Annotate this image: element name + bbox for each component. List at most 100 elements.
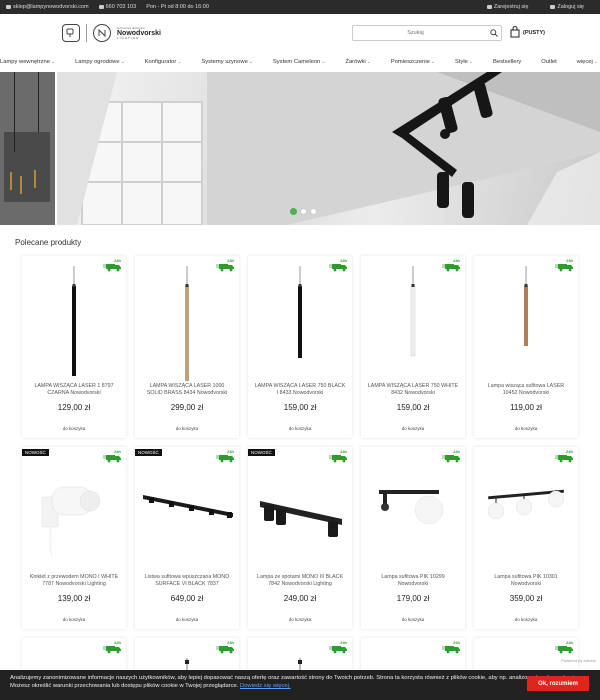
product-price: 159,00 zł (283, 403, 317, 412)
cart-button[interactable]: (PUSTY) (510, 26, 545, 40)
product-name[interactable]: LAMPA WISZĄCA LASER 1000 SOLID BRASS 843… (146, 383, 228, 396)
search-icon[interactable] (487, 26, 501, 40)
carousel-dot-3[interactable] (310, 208, 317, 215)
nav-item-10[interactable]: więcej⌄ (576, 59, 598, 65)
delivery-24h-badge: 24h (329, 449, 349, 463)
cookie-bar: Analizujemy zanonimizowane informacje na… (0, 670, 600, 700)
product-image[interactable] (248, 638, 352, 678)
product-card[interactable]: 24h LAMPA WISZĄCA LASER 750 BLACK I 8433… (248, 256, 352, 438)
user-icon (550, 5, 556, 9)
product-image[interactable] (135, 266, 239, 386)
phone-link[interactable]: 660 703 103 (98, 4, 136, 10)
product-image[interactable] (248, 457, 352, 572)
cookie-learn-more-link[interactable]: Dowiedz się więcej. (239, 683, 291, 690)
main-navigation: Lampy wewnętrzne⌄ Lampy ogrodowe⌄ Konfigur… (0, 52, 600, 72)
carousel-dot-1[interactable] (290, 208, 297, 215)
product-image[interactable] (474, 266, 578, 381)
product-image[interactable] (22, 266, 126, 381)
carousel-dot-2[interactable] (300, 208, 307, 215)
nav-item-7[interactable]: Style⌄ (454, 59, 474, 65)
product-name[interactable]: Lampa wisząca sufitowa LASER 10452 Nowod… (487, 383, 565, 396)
login-link[interactable]: Zaloguj się (550, 4, 584, 10)
add-to-cart-button[interactable]: do koszyka (401, 617, 425, 622)
add-to-cart-button[interactable]: do koszyka (175, 617, 199, 622)
delivery-24h-badge: 24h (216, 449, 236, 463)
site-logo[interactable]: authorized distributor Nowodvorski LIGHT… (62, 24, 161, 42)
add-to-cart-button[interactable]: do koszyka (401, 426, 425, 431)
nav-item-5[interactable]: Żarówki⌄ (345, 59, 371, 65)
product-image[interactable] (135, 638, 239, 678)
product-name[interactable]: Kinkiet z przewodem MONO I WHITE 7787 No… (29, 574, 119, 587)
chevron-down-icon: ⌄ (248, 59, 253, 65)
product-name[interactable]: LAMPA WISZĄCA LASER 750 BLACK I 8433 Now… (254, 383, 346, 396)
product-card[interactable]: 24h LAMPA WISZĄCA LASER 750 WHITE 8432 N… (361, 256, 465, 438)
product-card[interactable]: 24h Lampa wisząca sufitowa LASER 10452 N… (474, 256, 578, 438)
nav-item-4[interactable]: System Cameleon⌄ (272, 59, 326, 65)
add-to-cart-button[interactable]: do koszyka (62, 617, 86, 622)
product-image[interactable] (361, 266, 465, 381)
product-image[interactable] (248, 266, 352, 381)
delivery-24h-badge: 24h (216, 258, 236, 272)
logo-text: authorized distributor Nowodvorski LIGHT… (117, 25, 161, 40)
product-name[interactable]: Lampa sufitowa PIK 10301 Nowodvorski (494, 574, 558, 587)
cookie-accept-button[interactable]: Ok, rozumiem (527, 676, 589, 691)
shopping-bag-icon (510, 26, 520, 40)
opening-hours: Pon - Pt od 8:00 do 16:00 (146, 4, 209, 10)
product-card[interactable]: NOWOŚĆ 24h Lampa ze spotami MONO III BLA… (248, 447, 352, 629)
nav-item-2[interactable]: Konfigurator⌄ (144, 59, 182, 65)
add-to-cart-button[interactable]: do koszyka (288, 617, 312, 622)
product-price: 179,00 zł (396, 594, 430, 603)
delivery-24h-badge: 24h (103, 449, 123, 463)
product-price: 159,00 zł (396, 403, 430, 412)
product-card[interactable]: NOWOŚĆ 24h Kinkiet z przewodem MONO I WH… (22, 447, 126, 629)
powered-by-edrone: Powered by edrone (561, 658, 596, 663)
product-card[interactable]: 24h LAMPA WISZĄCA LASER 1000 SOLID BRASS… (135, 256, 239, 438)
hero-banner[interactable] (0, 72, 600, 225)
product-name[interactable]: LAMPA WISZĄCA LASER 750 WHITE 8432 Nowod… (367, 383, 459, 396)
nav-item-9[interactable]: Outlet (541, 59, 557, 65)
product-price: 129,00 zł (57, 403, 91, 412)
product-name[interactable]: Listwa sufitowa wpuszczana MONO SURFACE … (144, 574, 230, 587)
delivery-24h-badge: 24h (555, 640, 575, 654)
product-image[interactable] (474, 457, 578, 572)
delivery-24h-badge: 24h (442, 449, 462, 463)
lamp-logo-icon (62, 24, 80, 42)
product-card[interactable]: NOWOŚĆ 24h Listwa sufitowa wpuszczana MO… (135, 447, 239, 629)
nav-item-0[interactable]: Lampy wewnętrzne⌄ (0, 59, 56, 65)
mail-icon (6, 5, 11, 9)
nav-item-6[interactable]: Pomieszczenie⌄ (390, 59, 436, 65)
product-price: 299,00 zł (170, 403, 204, 412)
chevron-down-icon: ⌄ (120, 59, 125, 65)
add-to-cart-button[interactable]: do koszyka (62, 426, 86, 431)
chevron-down-icon: ⌄ (468, 59, 474, 65)
nav-item-3[interactable]: Systemy szynowe⌄ (201, 59, 253, 65)
product-name[interactable]: Lampa ze spotami MONO III BLACK 7842 Now… (257, 574, 343, 587)
register-link[interactable]: Zarejestruj się (486, 4, 528, 10)
product-price: 249,00 zł (283, 594, 317, 603)
phone-icon (98, 5, 104, 9)
product-card[interactable]: 24h Lampa sufitowa PIK 10301 Nowodvorski… (474, 447, 578, 629)
chevron-down-icon: ⌄ (593, 59, 598, 65)
header: authorized distributor Nowodvorski LIGHT… (0, 14, 600, 52)
product-image[interactable] (361, 457, 465, 572)
product-image[interactable] (135, 457, 239, 572)
email-link[interactable]: sklep@lampynowodvorski.com (6, 4, 89, 10)
nav-item-1[interactable]: Lampy ogrodowe⌄ (75, 59, 125, 65)
product-image[interactable] (22, 457, 126, 572)
delivery-24h-badge: 24h (103, 640, 123, 654)
add-to-cart-button[interactable]: do koszyka (514, 617, 538, 622)
add-to-cart-button[interactable]: do koszyka (514, 426, 538, 431)
product-name[interactable]: Lampa sufitowa PIK 10299 Nowodvorski (381, 574, 445, 587)
chevron-down-icon: ⌄ (366, 59, 371, 65)
product-name[interactable]: LAMPA WISZĄCA LASER 1 8797 CZARNA Nowodv… (34, 383, 114, 396)
add-to-cart-button[interactable]: do koszyka (288, 426, 312, 431)
product-price: 359,00 zł (509, 594, 543, 603)
product-card[interactable]: 24h LAMPA WISZĄCA LASER 1 8797 CZARNA No… (22, 256, 126, 438)
search-input[interactable] (353, 26, 478, 40)
add-to-cart-button[interactable]: do koszyka (175, 426, 199, 431)
product-card[interactable]: 24h Lampa sufitowa PIK 10299 Nowodvorski… (361, 447, 465, 629)
delivery-24h-badge: 24h (442, 258, 462, 272)
new-badge: NOWOŚĆ (248, 449, 275, 456)
nav-item-8[interactable]: Bestsellery (492, 59, 522, 65)
new-badge: NOWOŚĆ (22, 449, 49, 456)
